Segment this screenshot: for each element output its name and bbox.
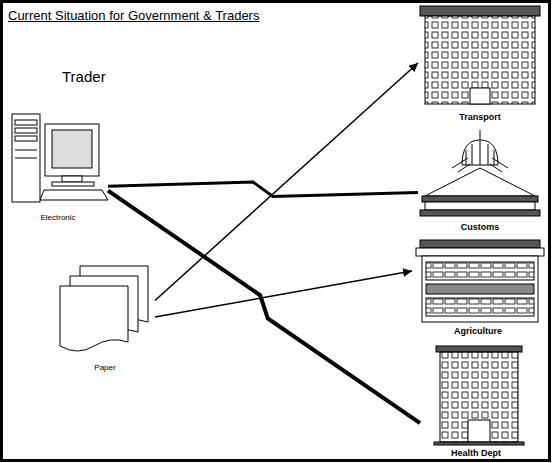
node-label: Transport bbox=[418, 112, 542, 122]
computer-node: Electronic bbox=[8, 110, 108, 222]
computer-icon bbox=[12, 114, 108, 202]
building-node: Customs bbox=[418, 128, 542, 232]
building-node: Health Dept bbox=[420, 342, 532, 458]
diagram-title: Current Situation for Government & Trade… bbox=[8, 8, 259, 23]
agriculture-building bbox=[416, 240, 544, 322]
customs-building bbox=[420, 130, 540, 216]
building-node: Transport bbox=[418, 4, 542, 122]
paper-node: Paper bbox=[55, 262, 155, 372]
paper-icon bbox=[60, 266, 148, 351]
node-label: Health Dept bbox=[420, 448, 532, 458]
electronic-link bbox=[108, 191, 420, 424]
node-label: Electronic bbox=[8, 213, 108, 222]
node-label: Paper bbox=[55, 363, 155, 372]
transport-building bbox=[420, 6, 540, 104]
paper-arrow bbox=[155, 63, 418, 301]
paper-arrow bbox=[155, 271, 412, 317]
node-label: Agriculture bbox=[412, 326, 544, 336]
electronic-link bbox=[108, 182, 418, 196]
building-node: Agriculture bbox=[412, 236, 544, 336]
node-label: Customs bbox=[418, 222, 542, 232]
health-building bbox=[434, 346, 524, 445]
free-label: Trader bbox=[62, 68, 106, 85]
